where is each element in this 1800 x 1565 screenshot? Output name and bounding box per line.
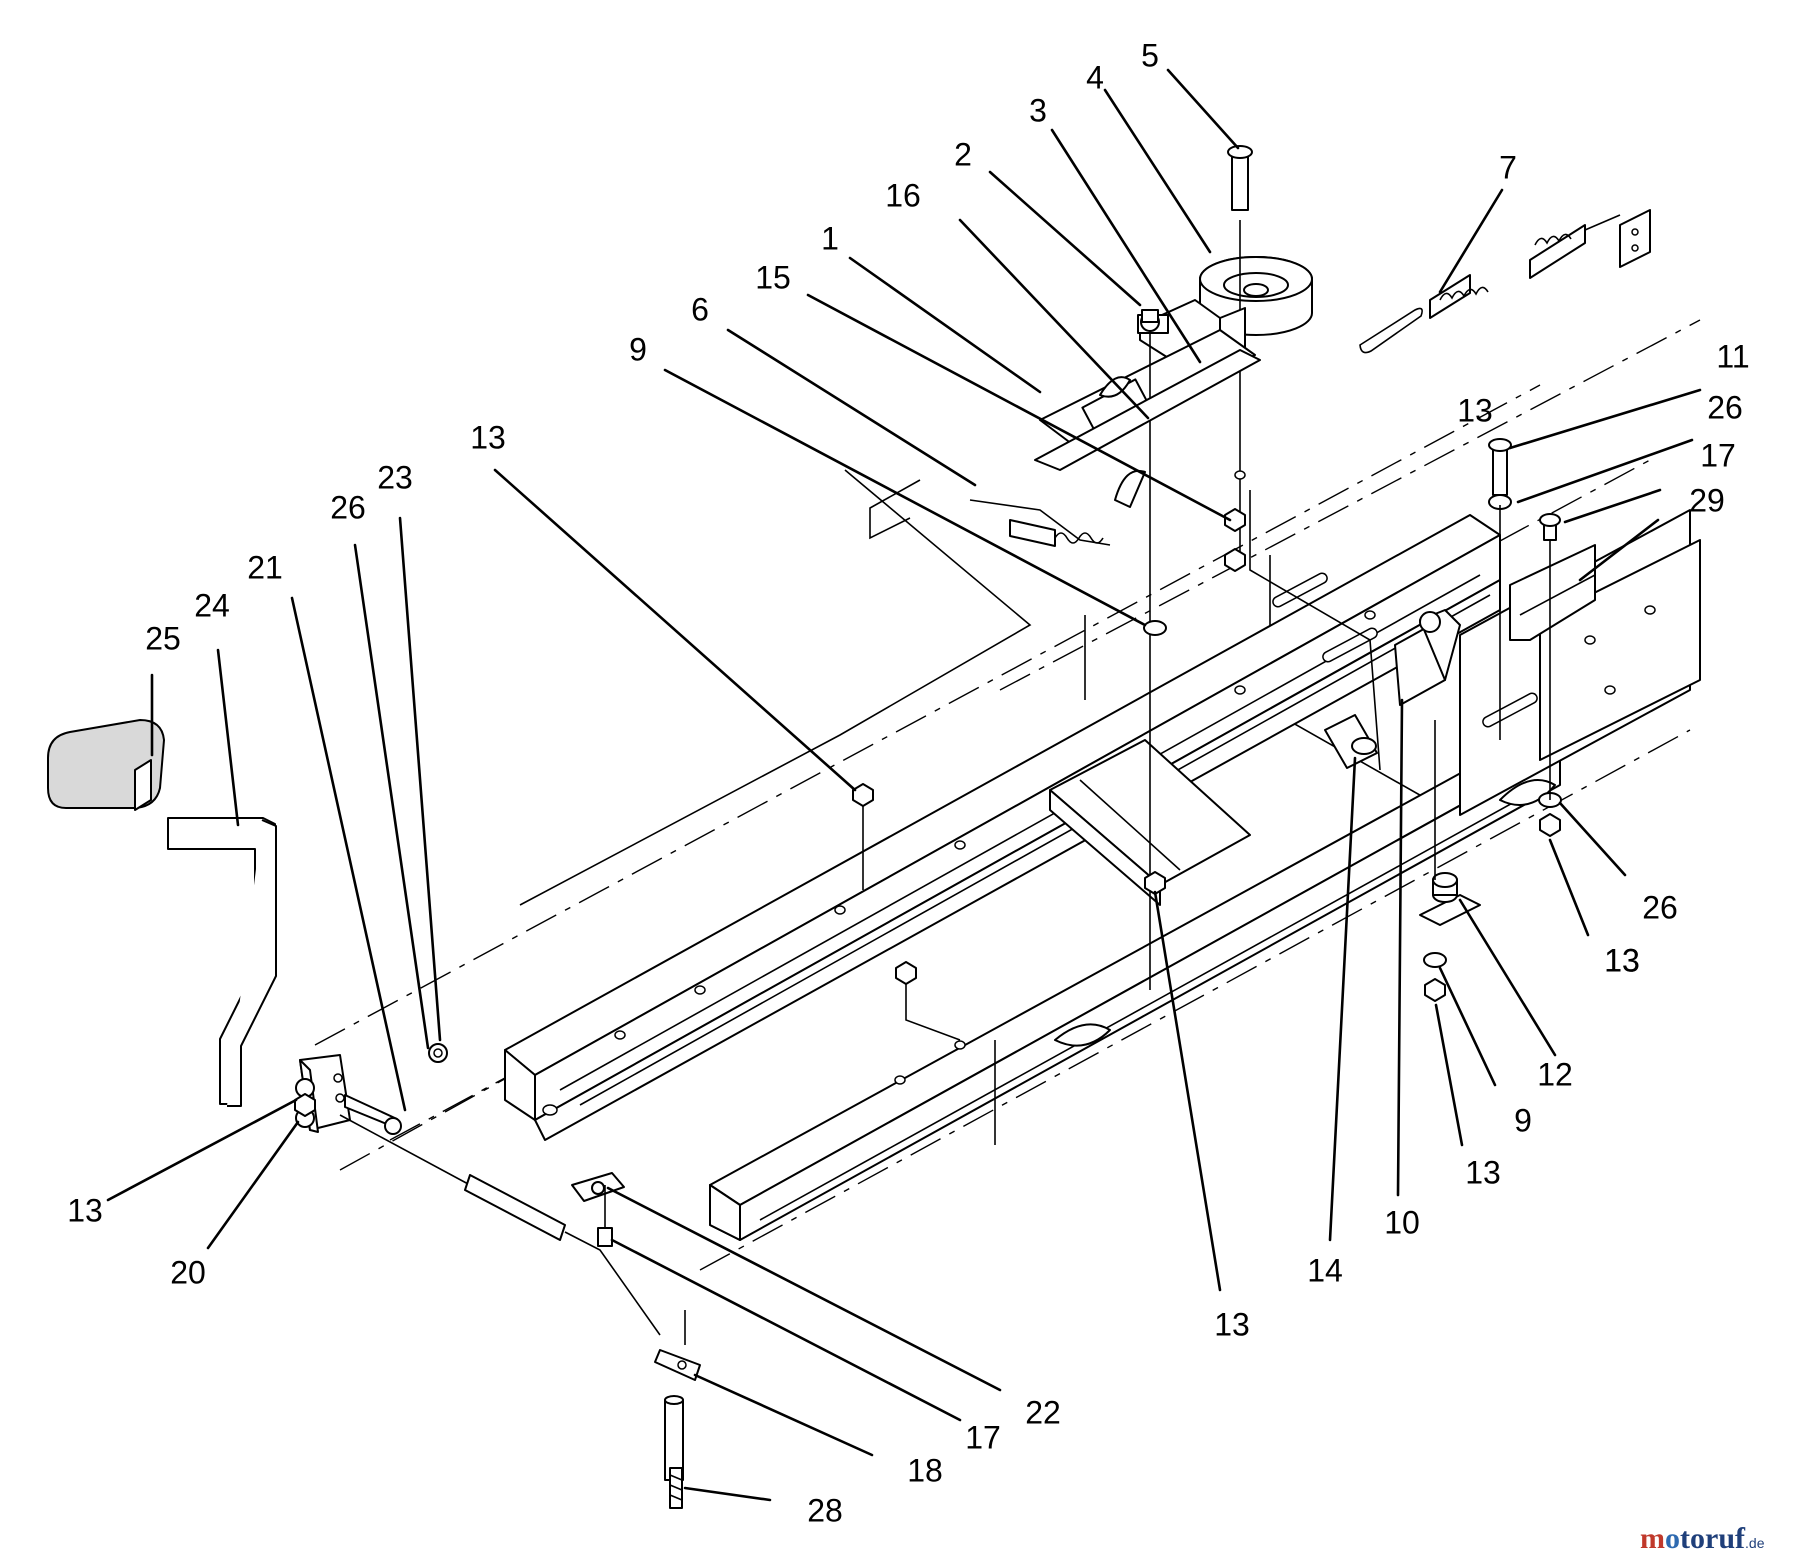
callout-13: 13 [1604, 942, 1640, 978]
callout-18: 18 [907, 1452, 943, 1488]
watermark-main: motoruf [1640, 1522, 1746, 1555]
callout-5: 5 [1141, 37, 1159, 73]
callout-11: 11 [1716, 338, 1749, 374]
callout-9: 9 [629, 331, 647, 367]
callout-24: 24 [194, 587, 230, 623]
bracket-22 [571, 1172, 625, 1247]
watermark-logo: motoruf.de [1640, 1522, 1765, 1555]
callout-16: 16 [885, 177, 921, 213]
callout-4: 4 [1086, 59, 1104, 95]
callout-22: 22 [1025, 1394, 1061, 1430]
callout-7: 7 [1499, 149, 1517, 185]
callout-14: 14 [1307, 1252, 1343, 1288]
callout-12: 12 [1537, 1056, 1573, 1092]
callout-28: 28 [807, 1492, 843, 1528]
bracket-10 [1394, 609, 1461, 706]
callout-13: 13 [1465, 1154, 1501, 1190]
watermark-text: motoruf.de [1640, 1522, 1765, 1555]
callout-6: 6 [691, 291, 709, 327]
callout-15: 15 [755, 259, 791, 295]
callout-2: 2 [954, 136, 972, 172]
callout-13: 13 [1214, 1306, 1250, 1342]
rail-bracket-lower [709, 1184, 741, 1241]
callout-29: 29 [1689, 482, 1725, 518]
callout-26: 26 [1707, 389, 1743, 425]
bracket-12 [1419, 872, 1481, 926]
frame-rail-upper [504, 514, 1501, 1141]
bracket-29 [1509, 544, 1596, 641]
callout-13: 13 [470, 419, 506, 455]
callout-17: 17 [1700, 437, 1736, 473]
spring-6 [869, 479, 1111, 547]
callout-25: 25 [145, 620, 181, 656]
callout-1: 1 [821, 220, 839, 256]
bushing-14 [1324, 714, 1378, 769]
pedal-assembly [47, 718, 448, 1135]
callout-13: 13 [1457, 392, 1493, 428]
callout-labels: 5 4 3 2 16 1 7 15 6 9 13 11 13 26 17 29 … [67, 37, 1749, 1528]
phantom-lines [314, 319, 1701, 1271]
control-rod [339, 1114, 701, 1509]
idler-pulley-assembly [1039, 145, 1313, 990]
callout-21: 21 [247, 549, 283, 585]
callout-26: 26 [330, 489, 366, 525]
leader-lines [106, 68, 1702, 1502]
watermark-tld: .de [1745, 1535, 1765, 1551]
callout-10: 10 [1384, 1204, 1420, 1240]
callout-13: 13 [1604, 942, 1640, 978]
rail-holes [542, 572, 1656, 1116]
callout-9: 9 [1514, 1102, 1532, 1138]
frame-rail-lower [709, 509, 1701, 1241]
callout-20: 20 [170, 1254, 206, 1290]
callout-3: 3 [1029, 92, 1047, 128]
callout-26: 26 [1642, 889, 1678, 925]
spring-7 [1359, 209, 1651, 354]
callout-17: 17 [965, 1419, 1001, 1455]
idler-arm [1034, 349, 1381, 771]
callout-13: 13 [67, 1192, 103, 1228]
callout-23: 23 [377, 459, 413, 495]
fasteners [294, 438, 1562, 1145]
